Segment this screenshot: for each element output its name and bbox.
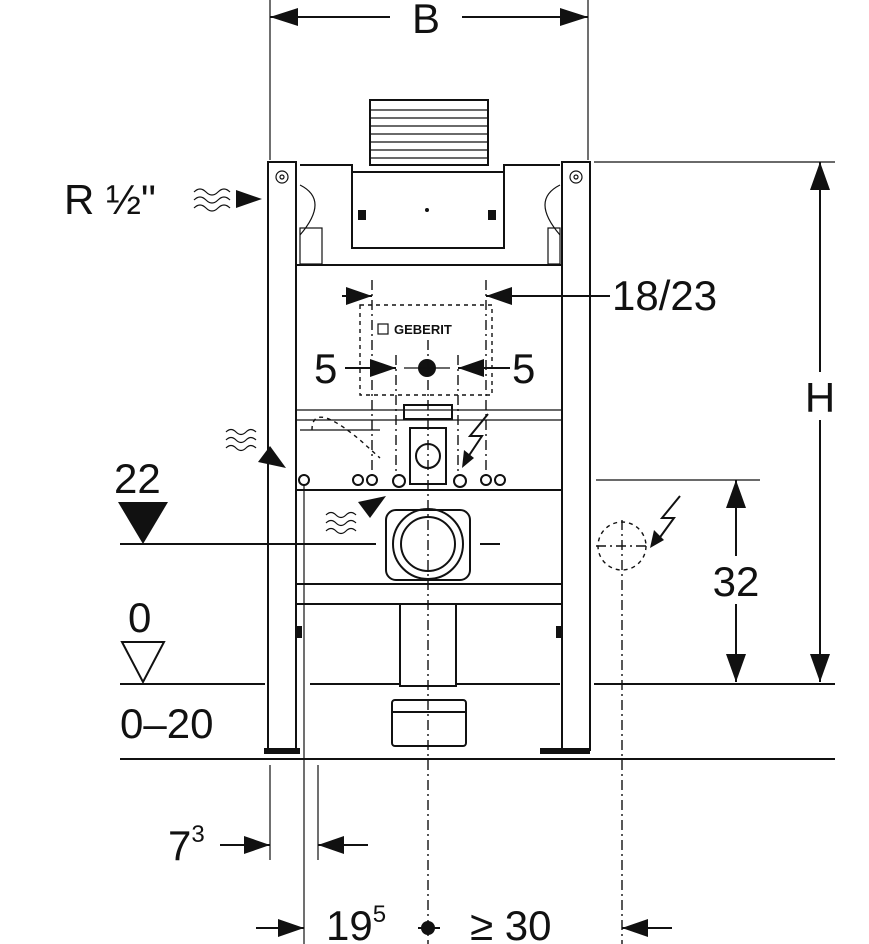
leg-base-text: 73 (168, 821, 205, 869)
clearance-label: ≥ 30 (470, 902, 551, 944)
brand-label: GEBERIT (394, 322, 452, 337)
dimension-outlet-spacing: 18/23 (342, 272, 717, 480)
dimension-socket-height: 32 (596, 479, 760, 682)
floor-level: 0 (120, 594, 835, 685)
water-supply: R ½" (64, 176, 262, 223)
height-label: H (805, 374, 835, 421)
dimension-leg-base: 73 (168, 765, 368, 869)
cistern (299, 99, 561, 265)
leg-base-sup: 3 (191, 821, 204, 848)
actuator-plate: GEBERIT (359, 304, 493, 396)
supply-label: R ½" (64, 176, 156, 223)
power-socket-icon (596, 520, 650, 944)
right-offset-label: 5 (512, 345, 535, 392)
dimension-axis: 195 ≥ 30 (256, 474, 672, 944)
flush-pipe (352, 404, 506, 488)
floor-level-label: 0 (128, 594, 151, 641)
water-supply-icon (193, 188, 262, 212)
axis-offset-sup: 5 (373, 901, 386, 928)
axis-offset-text: 195 (326, 901, 386, 944)
waste-water-icon (225, 428, 386, 535)
electrical-icon (462, 413, 681, 548)
frame (264, 161, 591, 754)
dimension-b: B (269, 0, 589, 160)
width-label: B (412, 0, 440, 42)
leg-base-label: 7 (168, 822, 191, 869)
axis-offset-label: 19 (326, 902, 373, 944)
floor-range-label: 0–20 (120, 700, 213, 747)
socket-height-label: 32 (713, 558, 760, 605)
dimension-h: H (594, 161, 835, 682)
drain-height-label: 22 (114, 455, 161, 502)
left-offset-label: 5 (314, 345, 337, 392)
outlet-spacing-label: 18/23 (612, 272, 717, 319)
dimension-drain-height: 22 (114, 455, 500, 545)
dimension-offsets: 5 5 (314, 345, 535, 480)
